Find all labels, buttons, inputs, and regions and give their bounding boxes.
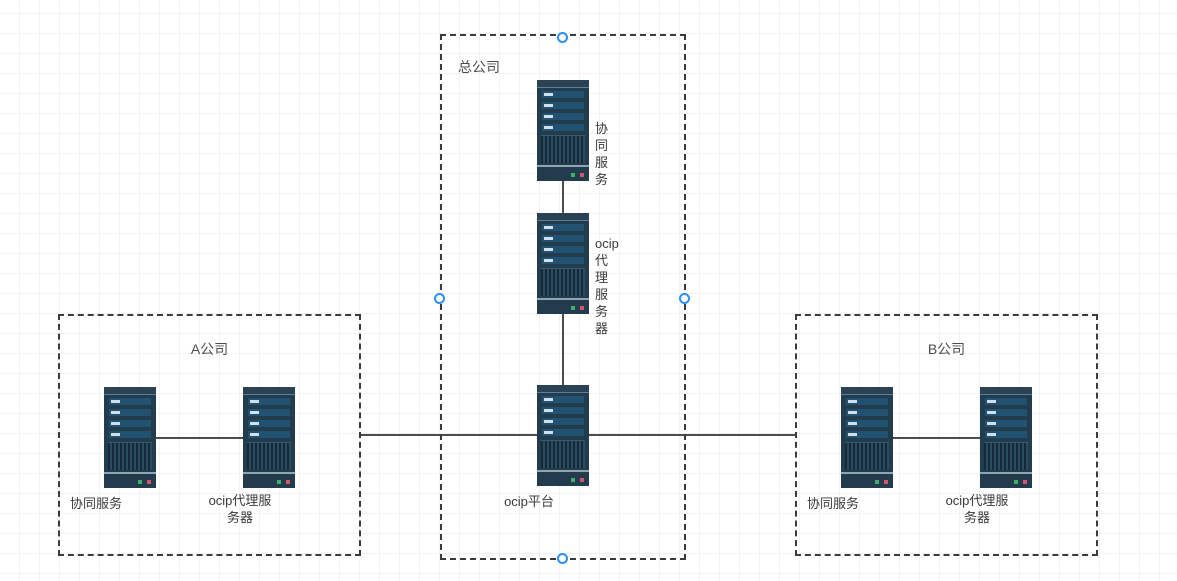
group-company-a[interactable]: A公司 (58, 314, 361, 556)
node-a-proxy[interactable]: ocip代理服 务器 (209, 387, 295, 525)
led-red-icon (580, 478, 584, 482)
server-base-icon (243, 472, 295, 488)
server-base-icon (537, 165, 589, 181)
connector-hq-to-company-b[interactable] (563, 434, 796, 436)
server-base-icon (537, 298, 589, 314)
node-hq-proxy-label: ocip代理 服务器 (595, 236, 619, 336)
server-cap-icon (537, 385, 589, 393)
led-red-icon (147, 480, 151, 484)
group-company-a-title: A公司 (190, 341, 229, 357)
led-green-icon (277, 480, 281, 484)
led-green-icon (875, 480, 879, 484)
server-icon (537, 80, 589, 181)
node-hq-platform[interactable]: ocip平台 (504, 385, 589, 509)
node-b-proxy[interactable]: ocip代理服 务器 (946, 387, 1032, 525)
server-bays-icon (985, 398, 1027, 442)
group-company-b[interactable]: B公司 (795, 314, 1098, 556)
server-cap-icon (980, 387, 1032, 395)
server-base-icon (980, 472, 1032, 488)
server-base-icon (104, 472, 156, 488)
led-green-icon (1014, 480, 1018, 484)
selection-handle-left[interactable] (434, 293, 445, 304)
server-vent-icon (984, 442, 1028, 470)
server-cap-icon (537, 213, 589, 221)
server-bays-icon (542, 91, 584, 135)
server-icon (841, 387, 893, 488)
server-base-icon (841, 472, 893, 488)
node-a-proxy-label: ocip代理服 务器 (208, 493, 272, 525)
led-red-icon (884, 480, 888, 484)
server-vent-icon (845, 442, 889, 470)
server-bays-icon (248, 398, 290, 442)
led-green-icon (138, 480, 142, 484)
connector-company-a-to-hq[interactable] (360, 434, 564, 436)
server-cap-icon (841, 387, 893, 395)
selection-handle-bottom[interactable] (557, 553, 568, 564)
server-vent-icon (247, 442, 291, 470)
server-icon (537, 213, 589, 314)
node-a-collab-label: 协同服务 (69, 496, 122, 511)
connector-b-collab-to-b-proxy[interactable] (890, 437, 1000, 439)
group-company-b-title: B公司 (927, 341, 966, 357)
node-hq-proxy[interactable]: ocip代理 服务器 (537, 213, 619, 336)
selection-handle-right[interactable] (679, 293, 690, 304)
server-vent-icon (541, 268, 585, 296)
connector-hq-proxy-to-platform[interactable] (562, 312, 564, 386)
server-bays-icon (542, 224, 584, 268)
group-headquarters-title: 总公司 (458, 59, 500, 75)
server-cap-icon (243, 387, 295, 395)
server-bays-icon (109, 398, 151, 442)
connector-a-collab-to-a-proxy[interactable] (155, 437, 265, 439)
server-vent-icon (108, 442, 152, 470)
led-red-icon (1023, 480, 1027, 484)
server-base-icon (537, 470, 589, 486)
node-b-proxy-label: ocip代理服 务器 (945, 493, 1009, 525)
server-cap-icon (537, 80, 589, 88)
server-icon (104, 387, 156, 488)
server-icon (980, 387, 1032, 488)
node-hq-collab-label: 协同服务 (595, 121, 609, 187)
led-red-icon (286, 480, 290, 484)
server-cap-icon (104, 387, 156, 395)
node-hq-collab[interactable]: 协同服务 (537, 80, 608, 187)
node-b-collab-label: 协同服务 (806, 496, 859, 511)
server-vent-icon (541, 135, 585, 163)
server-vent-icon (541, 440, 585, 468)
led-green-icon (571, 478, 575, 482)
connector-hq-collab-to-proxy[interactable] (562, 178, 564, 214)
node-hq-platform-label: ocip平台 (504, 494, 554, 509)
led-green-icon (571, 306, 575, 310)
server-bays-icon (542, 396, 584, 440)
server-icon (243, 387, 295, 488)
led-green-icon (571, 173, 575, 177)
node-a-collab[interactable]: 协同服务 (70, 387, 156, 511)
server-icon (537, 385, 589, 486)
led-red-icon (580, 173, 584, 177)
selection-handle-top[interactable] (557, 32, 568, 43)
node-b-collab[interactable]: 协同服务 (807, 387, 893, 511)
server-bays-icon (846, 398, 888, 442)
led-red-icon (580, 306, 584, 310)
